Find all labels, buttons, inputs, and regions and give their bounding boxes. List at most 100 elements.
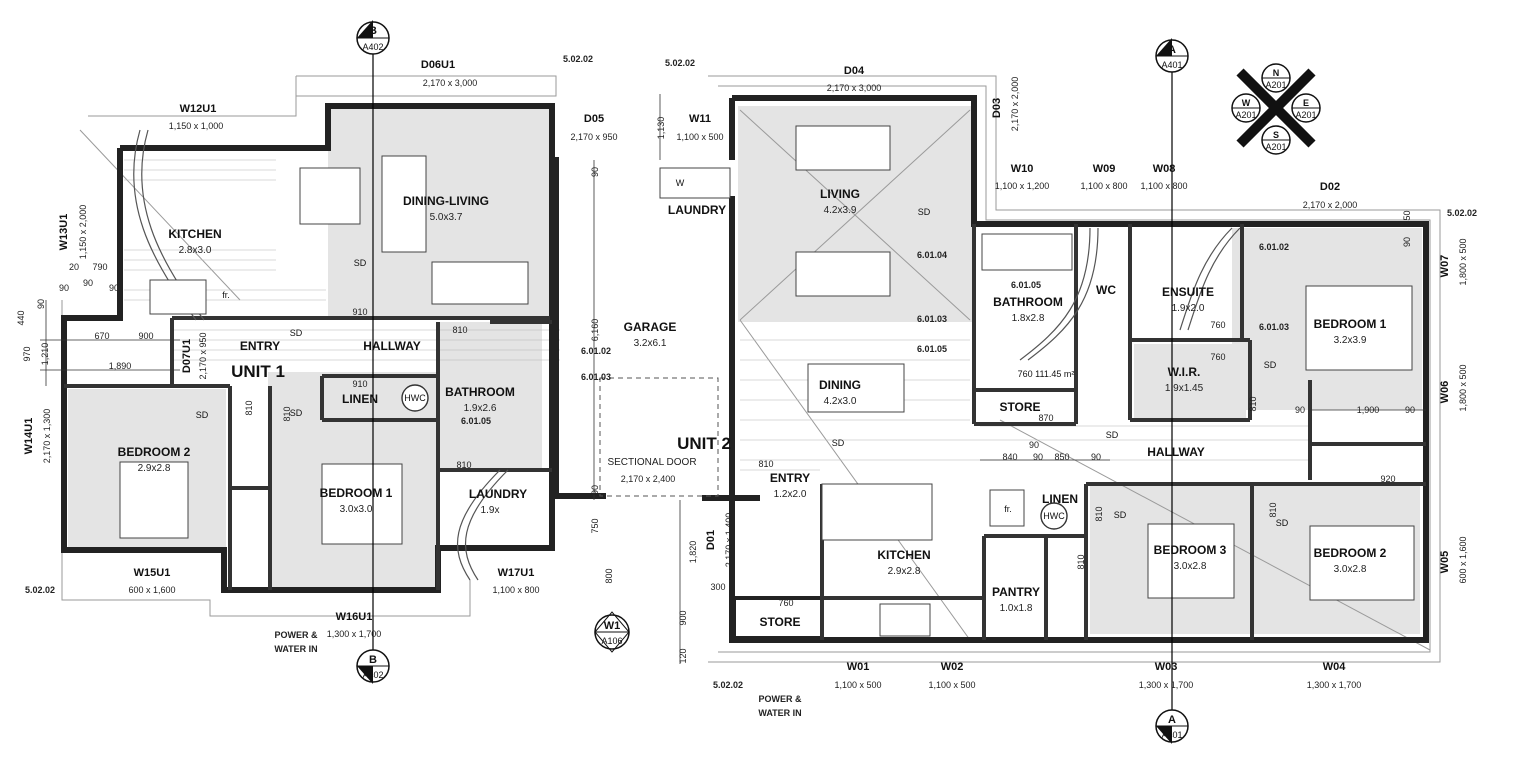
dim-870: 870 bbox=[1038, 413, 1053, 423]
tag-w09: W09 bbox=[1093, 163, 1116, 175]
room-laundry2-name: LAUNDRY bbox=[668, 203, 726, 217]
room-u1-bedroom2-size: 2.9x2.8 bbox=[138, 463, 171, 474]
dim-670: 670 bbox=[94, 331, 109, 341]
dim-1210: 1,210 bbox=[40, 343, 50, 366]
ref-60105b: 6.01.05 bbox=[917, 344, 947, 354]
room-u2-kitchen-name: KITCHEN bbox=[877, 548, 930, 562]
sd-label-5: SD bbox=[918, 207, 931, 217]
tag-d05: D05 bbox=[584, 113, 604, 125]
room-u2-pantry-size: 1.0x1.8 bbox=[1000, 603, 1033, 614]
section-a-top-sheet: A401 bbox=[1161, 60, 1182, 70]
size-d03: 2,170 x 2,000 bbox=[1010, 77, 1020, 132]
room-u2-dining-name: DINING bbox=[819, 378, 861, 392]
sd-label-1: SD bbox=[354, 258, 367, 268]
sectional-door-outline bbox=[599, 377, 719, 497]
room-u1-bedroom2-name: BEDROOM 2 bbox=[118, 445, 191, 459]
room-u2-living-name: LIVING bbox=[820, 187, 860, 201]
compass-s-sheet: A201 bbox=[1265, 142, 1286, 152]
power2-line-b: WATER IN bbox=[758, 708, 801, 718]
dim-350: 350 bbox=[1402, 210, 1412, 225]
room-u2-pantry-name: PANTRY bbox=[992, 585, 1040, 599]
unit-1-label: UNIT 1 bbox=[231, 362, 285, 381]
room-u1-bathroom-name: BATHROOM bbox=[445, 385, 515, 399]
ref-60103: 6.01.03 bbox=[581, 372, 611, 382]
tag-w10: W10 bbox=[1011, 163, 1034, 175]
elevation-marker-w1: W1 A106 bbox=[594, 611, 630, 653]
sd-label-7: SD bbox=[1106, 430, 1119, 440]
dim-1130: 1,130 bbox=[656, 117, 666, 140]
tag-w06: W06 bbox=[1439, 381, 1451, 404]
area-note: 760 111.45 m² bbox=[1018, 369, 1075, 379]
gridlines bbox=[372, 40, 1173, 734]
ref-50202-e: 5.02.02 bbox=[1447, 208, 1477, 218]
room-u2-bedroom1-name: BEDROOM 1 bbox=[1314, 317, 1387, 331]
size-w13u1: 1,150 x 2,000 bbox=[78, 205, 88, 260]
size-w05: 600 x 1,600 bbox=[1458, 536, 1468, 583]
tag-w12u1: W12U1 bbox=[180, 103, 217, 115]
room-u2-entry-name: ENTRY bbox=[770, 471, 810, 485]
dim-20: 20 bbox=[69, 262, 79, 272]
room-u2-hallway-name: HALLWAY bbox=[1147, 445, 1205, 459]
size-d05: 2,170 x 950 bbox=[570, 132, 617, 142]
room-garage-name: GARAGE bbox=[624, 320, 677, 334]
tag-d02: D02 bbox=[1320, 181, 1340, 193]
room-u2-bedroom3-name: BEDROOM 3 bbox=[1154, 543, 1227, 557]
dim-790: 790 bbox=[92, 262, 107, 272]
dim-90r: 90 bbox=[1402, 237, 1412, 247]
room-u1-dining-name: DINING-LIVING bbox=[403, 194, 489, 208]
dim-760a: 760 bbox=[1210, 320, 1225, 330]
dim-90h3: 90 bbox=[1091, 452, 1101, 462]
room-u2-store-name: STORE bbox=[759, 615, 800, 629]
room-garage-size: 3.2x6.1 bbox=[634, 338, 667, 349]
dim-800: 800 bbox=[604, 568, 614, 583]
size-w12u1: 1,150 x 1,000 bbox=[169, 121, 224, 131]
compass-w-sheet: A201 bbox=[1235, 110, 1256, 120]
dim-810h: 810 bbox=[1248, 396, 1258, 411]
sectional-door-size: 2,170 x 2,400 bbox=[621, 474, 676, 484]
hwc-icon-2 bbox=[1040, 502, 1068, 530]
compass-w-letter: W bbox=[1242, 98, 1251, 108]
tag-w16u1: W16U1 bbox=[336, 611, 373, 623]
room-u1-hallway-name: HALLWAY bbox=[363, 339, 421, 353]
dim-120: 120 bbox=[678, 648, 688, 663]
hwc-icon bbox=[401, 384, 429, 412]
section-marker-a-top: A A401 bbox=[1155, 38, 1189, 73]
ref-50202-c: 5.02.02 bbox=[25, 585, 55, 595]
room-u1-hwc-name: HWC bbox=[404, 393, 426, 403]
dim-810e: 810 bbox=[758, 459, 773, 469]
size-d01: 2,170 x 1,400 bbox=[724, 513, 734, 568]
ref-60102c: 6.01.02 bbox=[1259, 242, 1289, 252]
size-w03: 1,300 x 1,700 bbox=[1139, 680, 1194, 690]
tag-w05: W05 bbox=[1439, 551, 1451, 574]
tag-d06u1: D06U1 bbox=[421, 59, 455, 71]
section-marker-b-bottom: B A402 bbox=[356, 649, 390, 684]
dim-760b: 760 bbox=[1210, 352, 1225, 362]
room-u2-wir-name: W.I.R. bbox=[1168, 365, 1201, 379]
elevation-w1-letter: W1 bbox=[604, 620, 621, 632]
size-w16u1: 1,300 x 1,700 bbox=[327, 629, 382, 639]
tag-w13u1: W13U1 bbox=[58, 214, 70, 251]
section-b-bottom-letter: B bbox=[369, 654, 377, 666]
compass-n-letter: N bbox=[1273, 68, 1280, 78]
dim-810f: 810 bbox=[1094, 506, 1104, 521]
room-u2-bathroom-size: 1.8x2.8 bbox=[1012, 313, 1045, 324]
room-u2-living-size: 4.2x3.9 bbox=[824, 205, 857, 216]
furniture bbox=[119, 125, 1415, 637]
ref-60104b: 6.01.04 bbox=[917, 250, 947, 260]
dim-810b: 810 bbox=[282, 406, 292, 421]
room-u2-ensuite-size: 1.9x2.0 bbox=[1172, 303, 1205, 314]
tag-w01: W01 bbox=[847, 661, 870, 673]
room-u1-laundry-size: 1.9x bbox=[481, 505, 500, 516]
dim-810a: 810 bbox=[452, 325, 467, 335]
dim-750: 750 bbox=[590, 518, 600, 533]
dim-1900: 1,900 bbox=[1357, 405, 1380, 415]
elevation-w1-sheet: A106 bbox=[601, 636, 622, 646]
section-marker-a-bottom: A A401 bbox=[1155, 709, 1189, 744]
notes: POWER & WATER IN POWER & WATER IN 760 11… bbox=[222, 178, 1074, 718]
dim-850: 850 bbox=[1054, 452, 1069, 462]
ref-60102: 6.01.02 bbox=[581, 346, 611, 356]
section-b-top-sheet: A402 bbox=[362, 42, 383, 52]
room-u2-bedroom2-size: 3.0x2.8 bbox=[1334, 564, 1367, 575]
reference-tags: 5.02.02 5.02.02 5.02.02 5.02.02 5.02.02 … bbox=[25, 54, 1477, 690]
size-d06u1: 2,170 x 3,000 bbox=[423, 78, 478, 88]
